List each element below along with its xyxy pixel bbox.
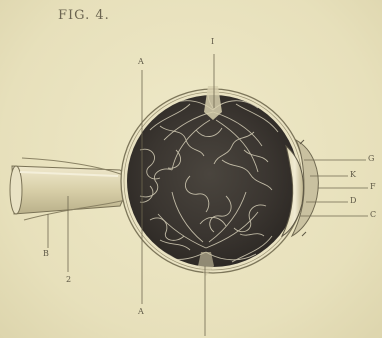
label-two: 2	[66, 276, 71, 284]
label-f: F	[370, 183, 376, 191]
label-g: G	[368, 155, 374, 163]
label-b: B	[43, 250, 49, 258]
optic-nerve	[10, 158, 132, 220]
label-k: K	[350, 171, 356, 179]
label-top: I	[211, 38, 214, 46]
label-a-bottom: A	[138, 308, 144, 316]
label-c: C	[370, 211, 376, 219]
label-a-top: A	[138, 58, 144, 66]
figure-title: FIG. 4.	[58, 8, 110, 23]
label-d: D	[350, 197, 356, 205]
